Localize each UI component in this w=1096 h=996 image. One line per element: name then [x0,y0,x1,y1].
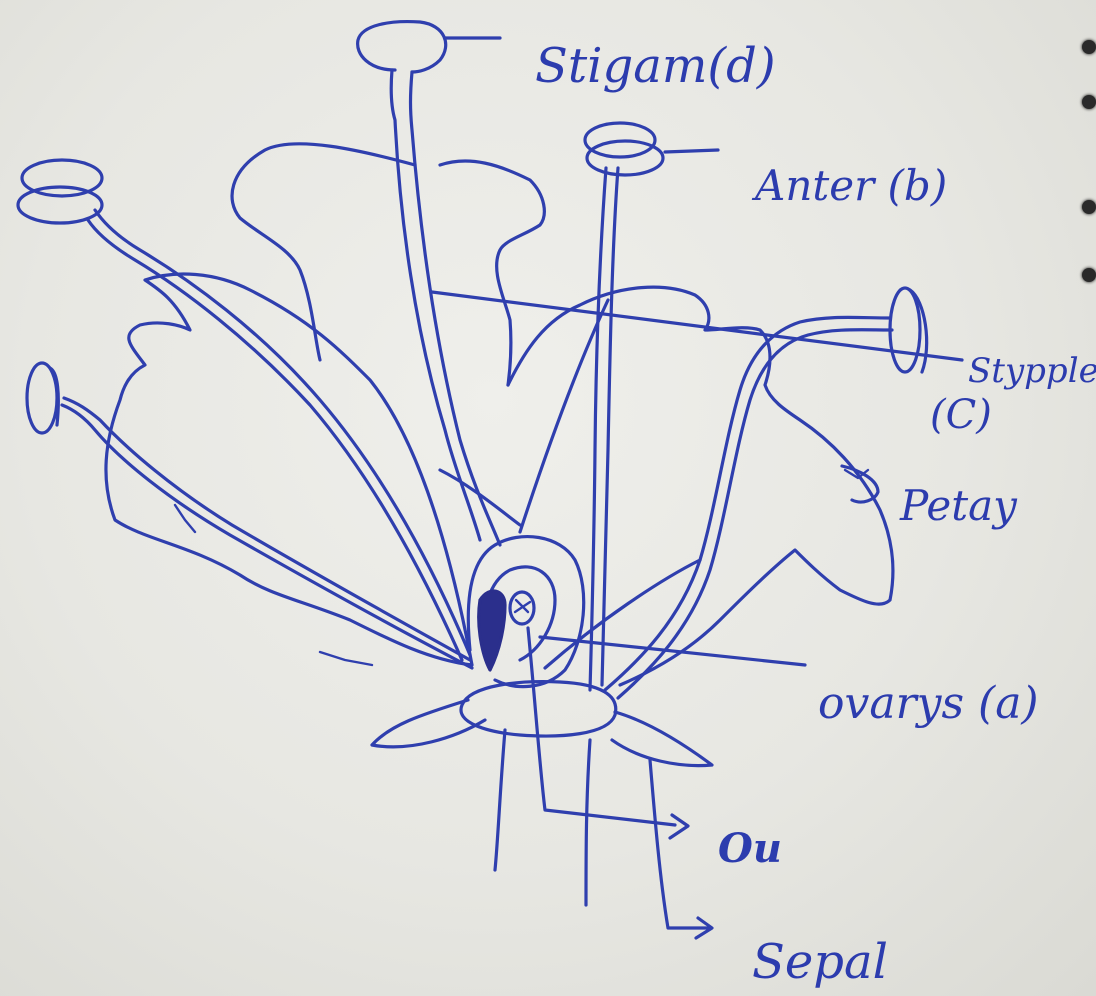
ovule-blob [479,591,505,670]
sepals [372,700,712,766]
stigma-head [358,22,446,72]
labels: Stigam(d) Anter (b) Stypple (C) Petay ov… [535,38,1096,990]
label-stigma: Stigam(d) [535,38,776,94]
leader-sepal [650,760,712,938]
petal-top-left [232,144,415,360]
petal-left [106,274,472,665]
label-ovule: Ou [718,825,782,872]
label-style-tag: (C) [930,392,992,438]
ovary [468,537,583,687]
label-sepal: Sepal [752,934,888,990]
petal-right [508,287,893,685]
label-anther: Anter (b) [751,161,947,210]
label-ovary: ovarys (a) [818,678,1039,729]
stamen-left-low [27,363,472,668]
leader-anther [665,150,718,152]
label-style: Stypple [968,351,1096,391]
pistil [358,22,520,545]
label-petal: Petay [899,481,1018,530]
stalk [495,730,590,905]
